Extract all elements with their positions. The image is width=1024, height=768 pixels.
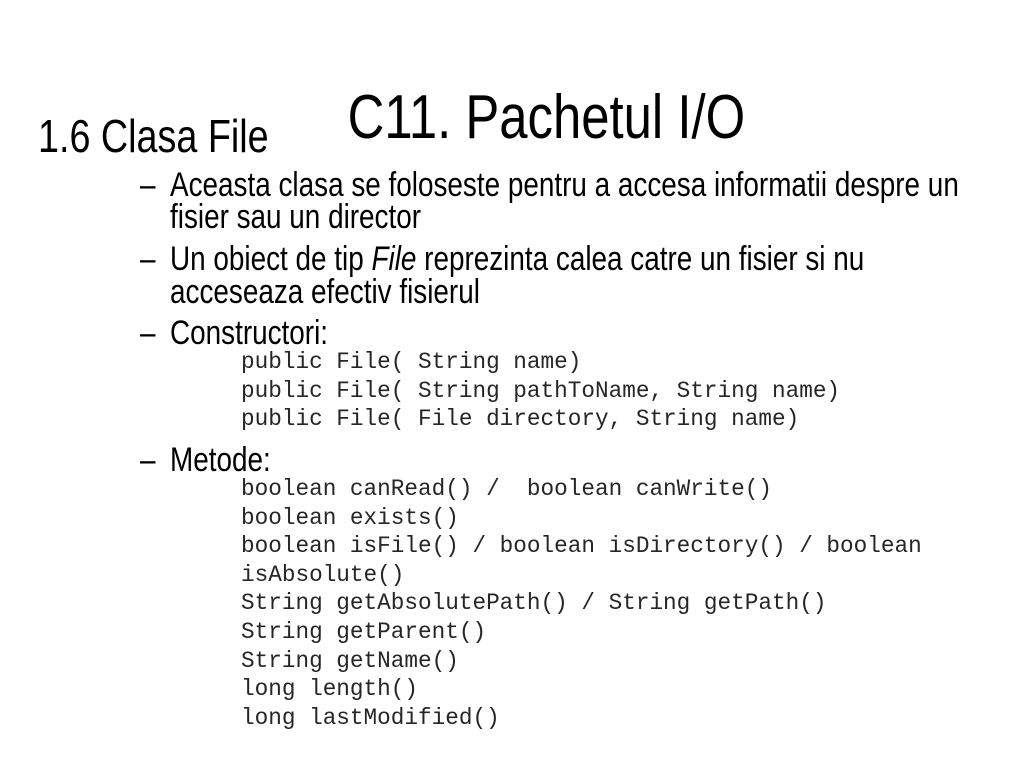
bullet-representation-line-1: Un obiect de tip File reprezinta calea c… bbox=[170, 242, 864, 276]
section-heading-container: 1.6 Clasa File bbox=[38, 113, 319, 159]
bullet-representation-line-2: acceseaza efectiv fisierul bbox=[170, 273, 480, 311]
bullet-dash: – bbox=[140, 314, 156, 352]
code-line: public File( String name) bbox=[241, 349, 582, 375]
code-line: boolean exists() bbox=[241, 504, 459, 531]
code-line: isAbsolute() bbox=[241, 561, 405, 588]
code-line: public File( String pathToName, String n… bbox=[241, 377, 841, 404]
constructors-code-block: public File( String name) public File( S… bbox=[241, 348, 840, 434]
bullet-dash: – bbox=[140, 441, 156, 479]
code-line: long length() bbox=[241, 676, 418, 703]
slide-title-container: C11. Pachetul I/O bbox=[0, 25, 1024, 211]
methods-label: Metode: bbox=[170, 441, 271, 479]
representation-text-before: Un obiect de tip bbox=[170, 240, 372, 278]
slide-title: C11. Pachetul I/O bbox=[347, 83, 746, 152]
representation-text-after: reprezinta calea catre un fisier si nu bbox=[416, 240, 865, 278]
bullet-purpose-line-1: Aceasta clasa se foloseste pentru a acce… bbox=[170, 166, 959, 204]
code-line: String getAbsolutePath() / String getPat… bbox=[241, 590, 827, 617]
methods-code-block: boolean canRead() / boolean canWrite() b… bbox=[241, 475, 922, 732]
code-line: boolean canRead() / boolean canWrite() bbox=[241, 476, 772, 502]
class-name-emphasis: File bbox=[371, 240, 417, 278]
code-line: String getParent() bbox=[241, 618, 487, 645]
bullet-purpose-line-2: fisier sau un director bbox=[170, 198, 422, 236]
code-line: String getName() bbox=[241, 647, 459, 674]
bullet-dash: – bbox=[140, 166, 156, 204]
code-line: boolean isFile() / boolean isDirectory()… bbox=[241, 533, 922, 560]
bullet-dash: – bbox=[140, 240, 156, 278]
code-line: public File( File directory, String name… bbox=[241, 406, 800, 433]
constructors-label: Constructori: bbox=[170, 314, 329, 352]
section-heading: 1.6 Clasa File bbox=[38, 110, 269, 162]
code-line: long lastModified() bbox=[241, 704, 500, 731]
